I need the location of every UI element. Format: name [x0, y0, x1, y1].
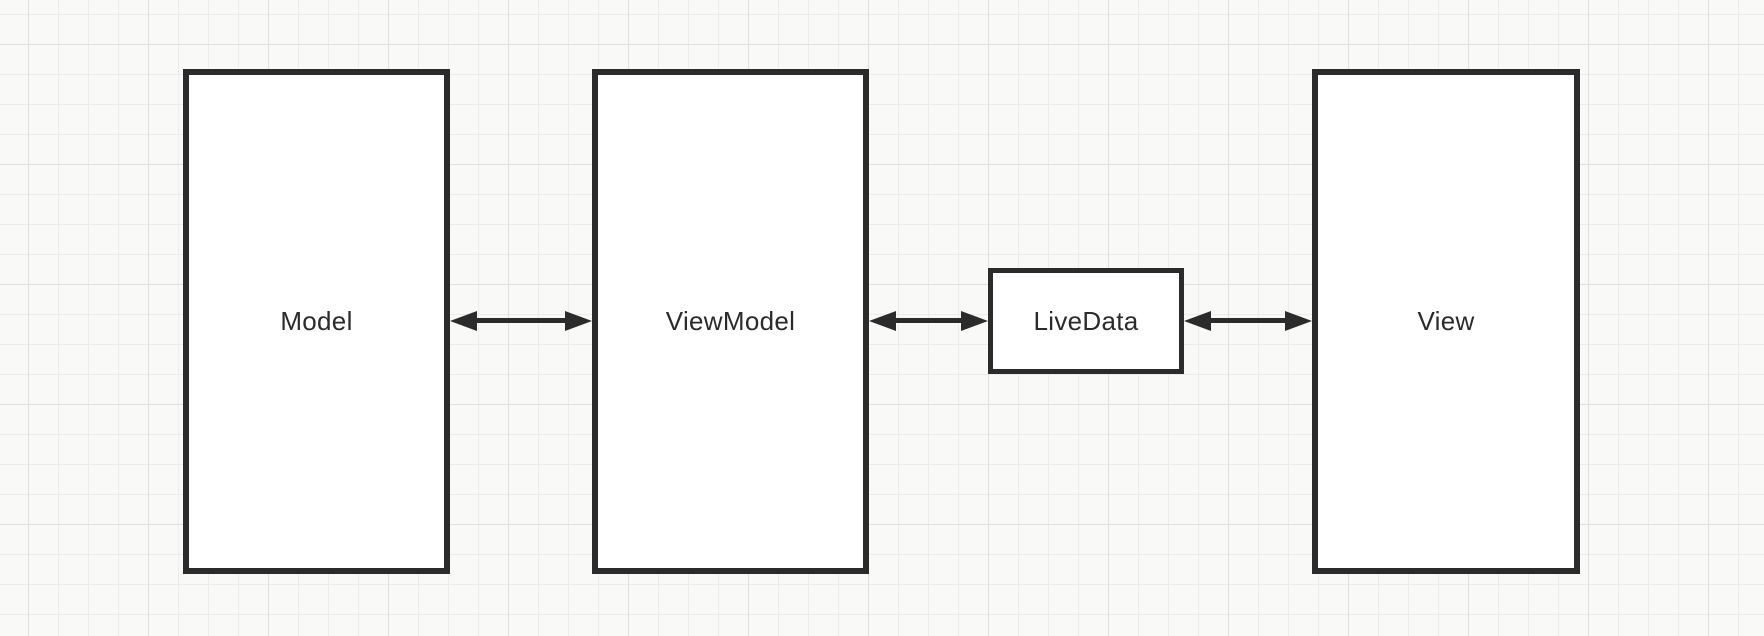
arrowhead-left-icon — [869, 311, 896, 331]
node-viewmodel-label: ViewModel — [665, 306, 796, 336]
arrow-shaft — [470, 318, 572, 323]
arrowhead-left-icon — [450, 311, 477, 331]
arrowhead-right-icon — [1285, 311, 1312, 331]
edge-viewmodel-livedata[interactable] — [869, 311, 988, 331]
arrowhead-right-icon — [565, 311, 592, 331]
node-viewmodel[interactable]: ViewModel — [592, 69, 869, 574]
edge-livedata-view[interactable] — [1184, 311, 1312, 331]
arrow-shaft — [889, 318, 968, 323]
node-livedata-label: LiveData — [1033, 305, 1139, 336]
node-view-label: View — [1417, 306, 1475, 336]
node-livedata[interactable]: LiveData — [988, 268, 1184, 374]
arrow-shaft — [1204, 318, 1292, 323]
node-model[interactable]: Model — [183, 69, 450, 574]
arrowhead-left-icon — [1184, 311, 1211, 331]
node-model-label: Model — [280, 306, 353, 336]
arrowhead-right-icon — [961, 311, 988, 331]
node-view[interactable]: View — [1312, 69, 1580, 574]
edge-model-viewmodel[interactable] — [450, 311, 592, 331]
